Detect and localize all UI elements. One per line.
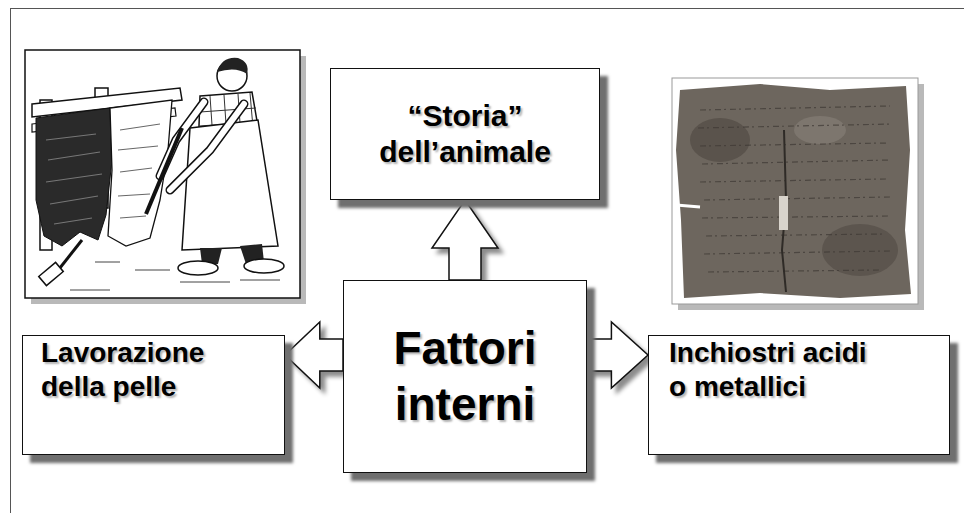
page-frame [11, 9, 964, 513]
hide-hatching [118, 124, 160, 218]
picture-frame [672, 78, 918, 304]
parchment-photo [672, 78, 924, 310]
factor-box: Inchiostri acidi o metallici [648, 335, 950, 455]
hammer-head [39, 262, 64, 285]
block-arrow [432, 200, 498, 280]
box-label: Lavorazione della pelle [41, 336, 241, 403]
parchment-tear [676, 205, 700, 207]
box-label: Inchiostri acidi o metallici [669, 336, 884, 403]
block-arrow [285, 322, 343, 388]
clog [244, 259, 284, 273]
picture-frame [25, 50, 300, 298]
tanner-illustration [25, 50, 306, 304]
man-hair [217, 58, 248, 74]
parchment-tear [779, 196, 788, 230]
man-arm [170, 104, 244, 190]
parchment-stain [794, 116, 846, 144]
central-box: Fattori interni [343, 280, 587, 473]
scraping-tool [146, 128, 182, 214]
hide-hatching [46, 134, 102, 224]
block-arrow [587, 322, 648, 388]
man-apron [182, 120, 278, 250]
man-arm [170, 104, 244, 190]
box-label: “Storia” dell’animale [345, 98, 585, 170]
ground-line [70, 262, 280, 290]
factor-box: “Storia” dell’animale [330, 68, 600, 200]
parchment [676, 84, 911, 298]
parchment-stain [690, 118, 750, 162]
parchment-stain [822, 224, 898, 276]
factor-box: Lavorazione della pelle [22, 335, 285, 455]
clog [178, 261, 218, 275]
animal-hide [36, 108, 112, 246]
faded-writing [698, 106, 892, 272]
box-label: Fattori interni [356, 321, 574, 431]
